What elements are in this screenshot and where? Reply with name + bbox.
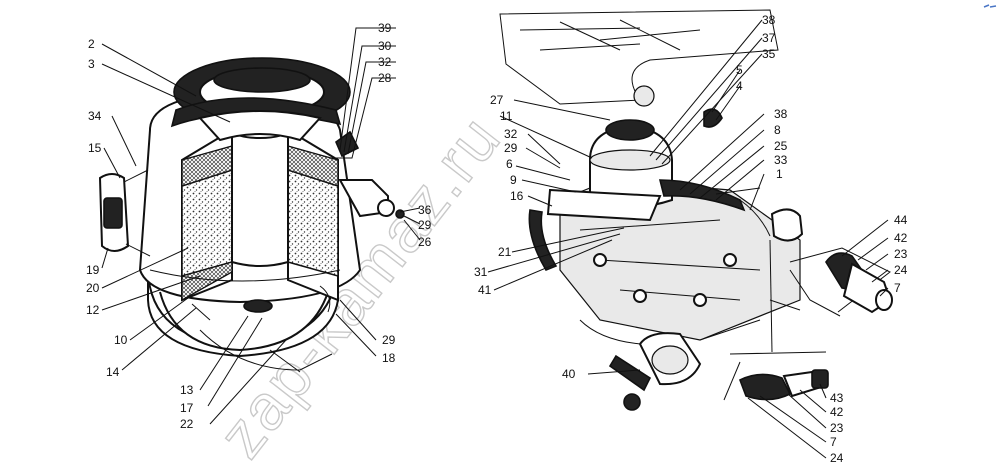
- callout-label: 17: [180, 401, 194, 415]
- callout-label: 29: [382, 333, 396, 347]
- callout-label: 10: [114, 333, 128, 347]
- compressor: [608, 332, 702, 411]
- frame-cap: [633, 85, 655, 107]
- filter-stand: [199, 329, 333, 373]
- filter-bracket: [546, 188, 662, 222]
- callout-label: 16: [510, 189, 524, 203]
- leader-lines: [101, 19, 889, 459]
- filter-clamp-left-latch: [103, 197, 123, 229]
- callout-label: 42: [830, 405, 844, 419]
- callout-label: 20: [86, 281, 100, 295]
- callout-label: 24: [830, 451, 844, 465]
- callout-label: 42: [894, 231, 908, 245]
- callout-label: 44: [894, 213, 908, 227]
- detail-bottom-hose: [738, 373, 792, 401]
- callout-label: 22: [180, 417, 194, 431]
- installation-view: [499, 9, 841, 411]
- callout-label: 19: [86, 263, 100, 277]
- callout-label: 31: [474, 265, 488, 279]
- callout-label: 39: [378, 21, 392, 35]
- filter-cover-plate: [198, 110, 322, 142]
- callout-label: 32: [504, 127, 518, 141]
- callout-label: 38: [762, 13, 776, 27]
- filter-central-tube: [231, 126, 289, 267]
- callout-label: 25: [774, 139, 788, 153]
- filter-mesh-bottom: [181, 261, 233, 302]
- detail-bottom: [723, 351, 829, 401]
- callout-label: 13: [180, 383, 194, 397]
- callout-label: 18: [382, 351, 396, 365]
- filter-clamp-right-bolt: [377, 199, 395, 217]
- installed-filter-top: [605, 119, 655, 141]
- callout-label: 41: [478, 283, 492, 297]
- callout-label: 7: [830, 435, 837, 449]
- air-filter-cutaway: [98, 57, 405, 373]
- callout-label: 34: [88, 109, 102, 123]
- callout-label: 2: [88, 37, 95, 51]
- callout-label: 32: [378, 55, 392, 69]
- callout-label: 26: [418, 235, 432, 249]
- corner-mark-icon: [983, 4, 997, 8]
- callout-label: 36: [418, 203, 432, 217]
- callout-label: 8: [774, 123, 781, 137]
- mount-strap: [528, 209, 558, 271]
- callout-label: 5: [736, 63, 743, 77]
- callout-label: 38: [774, 107, 788, 121]
- callout-label: 14: [106, 365, 120, 379]
- callout-label: 43: [830, 391, 844, 405]
- detail-top: [789, 247, 893, 314]
- callout-label: 4: [736, 79, 743, 93]
- callout-label: 21: [498, 245, 512, 259]
- callout-label: 29: [418, 218, 432, 232]
- callout-label: 24: [894, 263, 908, 277]
- callout-label: 15: [88, 141, 102, 155]
- callout-label: 23: [894, 247, 908, 261]
- callout-label: 33: [774, 153, 788, 167]
- callout-label: 9: [510, 173, 517, 187]
- callout-label: 3: [88, 57, 95, 71]
- hose-pipe: [739, 199, 771, 237]
- labels-left: 2 3 34 15 19 20 12 10 14 13 17 22 39 30 …: [86, 21, 432, 431]
- frame-top: [499, 9, 779, 105]
- filter-lower-bowl: [159, 291, 329, 352]
- filter-top-ring-hole: [213, 67, 311, 93]
- callout-label: 7: [894, 281, 901, 295]
- callout-label: 27: [490, 93, 504, 107]
- filter-tube-bottom-hole: [243, 299, 273, 313]
- callout-label: 35: [762, 47, 776, 61]
- callout-label: 6: [506, 157, 513, 171]
- filter-element-left: [181, 168, 233, 277]
- intake-hose: [658, 179, 746, 212]
- filter-element-right: [287, 168, 339, 277]
- callout-label: 1: [776, 167, 783, 181]
- filter-indicator: [335, 130, 360, 158]
- labels-detail-top: 44 42 23 24 7: [894, 213, 908, 295]
- side-coupling: [770, 208, 804, 242]
- labels-right: 38 37 35 5 4 27 11 32 29 6 9 16 38 8 25 …: [474, 13, 788, 381]
- callout-label: 28: [378, 71, 392, 85]
- callout-label: 29: [504, 141, 518, 155]
- callout-label: 11: [500, 109, 513, 123]
- callout-label: 23: [830, 421, 844, 435]
- callout-label: 12: [86, 303, 100, 317]
- callout-label: 37: [762, 31, 776, 45]
- labels-detail-bottom: 43 42 23 7 24: [830, 391, 844, 465]
- callout-label: 40: [562, 367, 576, 381]
- callout-label: 30: [378, 39, 392, 53]
- top-bolt: [703, 108, 723, 128]
